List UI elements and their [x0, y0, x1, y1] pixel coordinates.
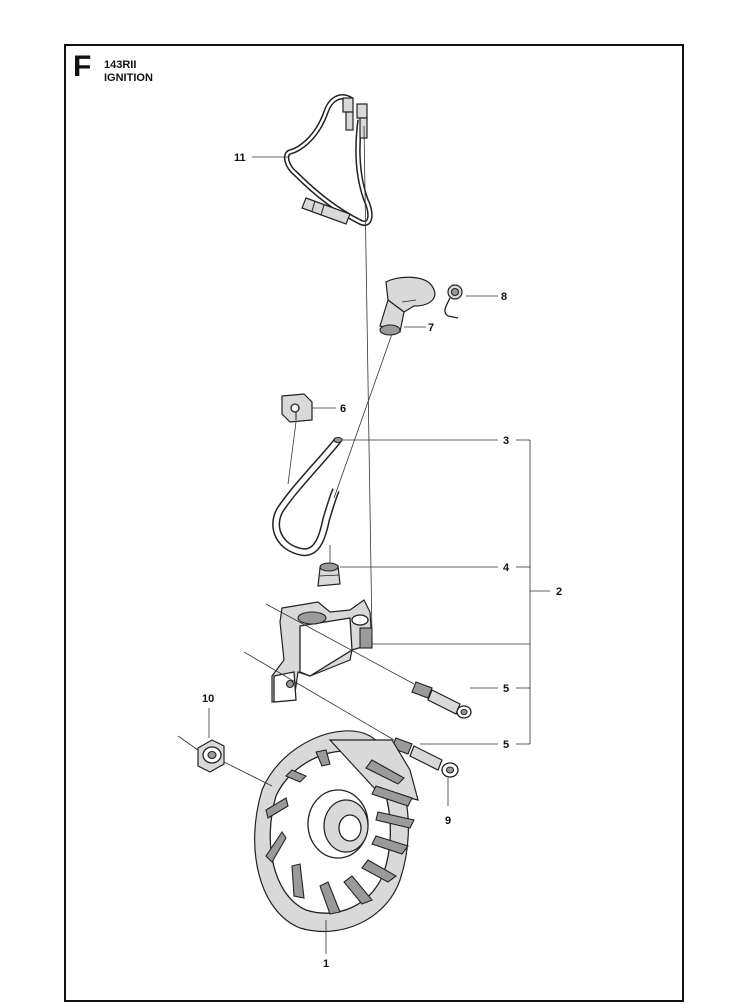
- part-5-screw-lower[interactable]: [391, 737, 459, 778]
- part-1-flywheel[interactable]: [254, 730, 419, 932]
- part-11-wire-harness[interactable]: [283, 94, 373, 226]
- part-7-spark-plug-cap[interactable]: [379, 276, 436, 336]
- section-title: IGNITION: [104, 72, 153, 84]
- callout-5-lower: 5: [503, 739, 509, 751]
- callout-11: 11: [234, 152, 246, 164]
- part-3-ignition-lead[interactable]: [272, 436, 343, 557]
- part-4-plug[interactable]: [317, 562, 341, 587]
- part-6-cover-plate[interactable]: [281, 393, 313, 423]
- model-name: 143RII: [104, 59, 137, 71]
- callout-5-upper: 5: [503, 683, 509, 695]
- callout-2: 2: [556, 586, 562, 598]
- part-10-nut[interactable]: [197, 739, 225, 773]
- drawing-frame: [64, 44, 684, 1002]
- callout-7: 7: [428, 322, 434, 334]
- callout-8: 8: [501, 291, 507, 303]
- callout-10: 10: [202, 693, 214, 705]
- callout-9: 9: [445, 815, 451, 827]
- callout-3: 3: [503, 435, 509, 447]
- part-8-spring-clip[interactable]: [444, 284, 463, 319]
- callout-4: 4: [503, 562, 510, 574]
- part-5-screw-upper[interactable]: [411, 681, 472, 719]
- leader-lines: [177, 125, 550, 954]
- callout-1: 1: [323, 958, 329, 970]
- callout-6: 6: [340, 403, 346, 415]
- section-letter: F: [73, 50, 92, 83]
